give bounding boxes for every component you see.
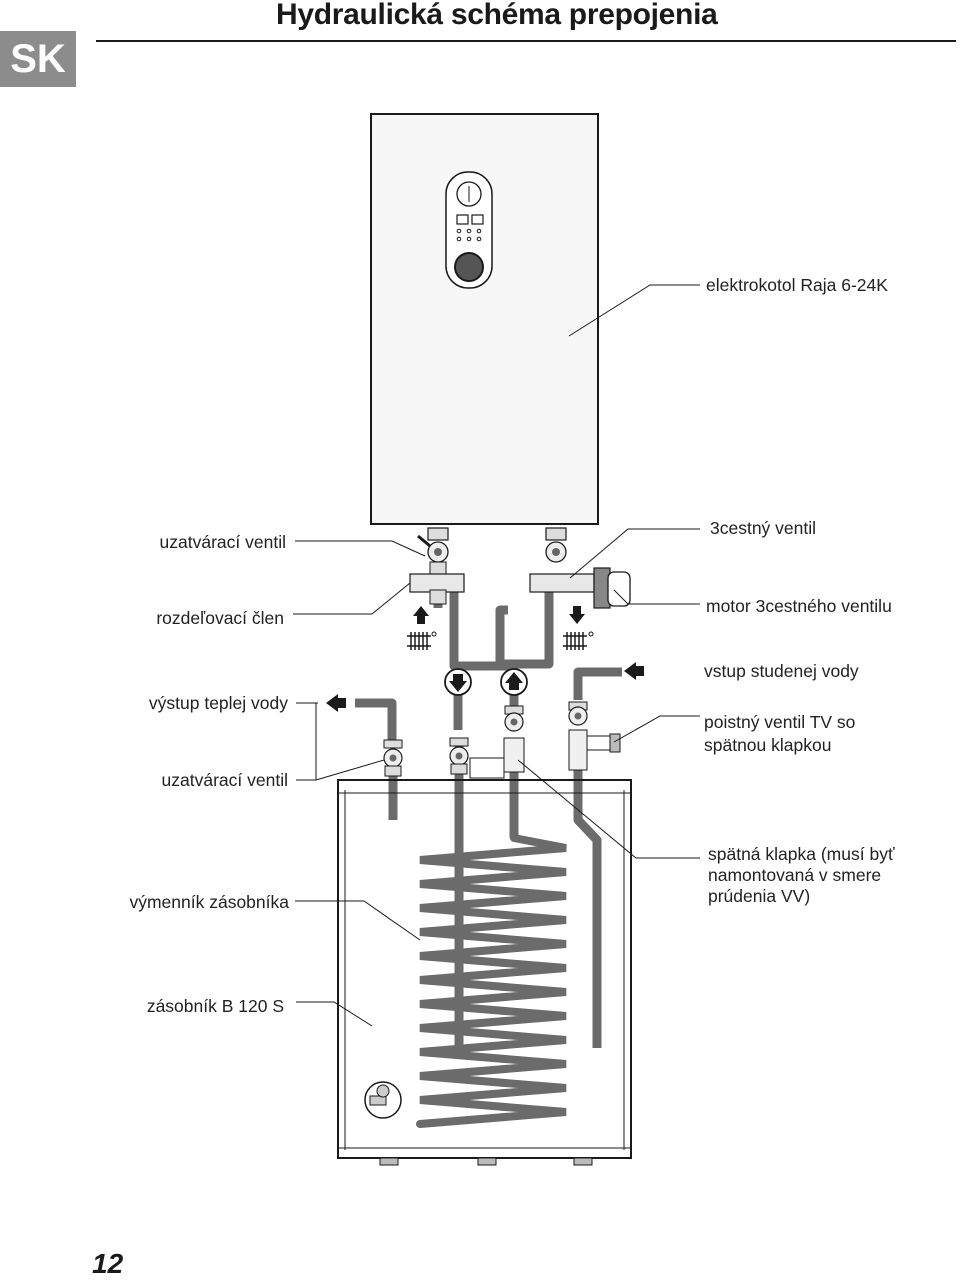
pipes (355, 590, 622, 1048)
up-arrow-radiator-icon (407, 606, 437, 650)
shutoff-valve-coil-in (449, 737, 469, 775)
tank-feet (379, 1157, 593, 1166)
page-number: 12 (92, 1248, 124, 1279)
left-arrow-hot-out-icon (326, 694, 346, 712)
label-tank: zásobník B 120 S (146, 996, 284, 1016)
label-hot-water-out: výstup teplej vody (148, 693, 288, 713)
storage-tank (337, 779, 632, 1166)
down-arrow-radiator-icon (563, 606, 594, 650)
label-boiler: elektrokotol Raja 6-24K (706, 275, 888, 295)
electric-boiler (370, 113, 599, 525)
up-arrow-circle-icon (500, 668, 528, 696)
shutoff-valve-boiler-left (417, 527, 449, 577)
label-exchanger: výmenník zásobníka (129, 892, 289, 912)
label-cold-water-in: vstup studenej vody (704, 661, 859, 681)
label-shutoff-valve-top: uzatvárací ventil (159, 532, 286, 552)
safety-valve (568, 701, 621, 771)
three-way-valve-motor (593, 567, 631, 609)
label-safety-valve-2: spätnou klapkou (704, 735, 832, 755)
shutoff-valve-coil-out (469, 705, 525, 779)
down-arrow-circle-icon (444, 668, 472, 696)
control-panel (445, 171, 493, 289)
left-arrow-cold-in-icon (624, 662, 644, 680)
label-distributor: rozdeľovací člen (156, 608, 284, 628)
label-three-way-valve: 3cestný ventil (710, 518, 817, 538)
title-rule (96, 40, 956, 42)
shutoff-valve-hot-out (383, 739, 403, 777)
label-check-valve-1: spätná klapka (musí byť (708, 844, 895, 864)
label-three-way-motor: motor 3cestného ventilu (706, 596, 892, 616)
label-check-valve-3: prúdenia VV) (708, 886, 811, 906)
label-shutoff-valve-bottom: uzatvárací ventil (161, 770, 288, 790)
page-title: Hydraulická schéma prepojenia (276, 0, 718, 31)
language-badge: SK (0, 31, 76, 87)
anode-port (364, 1081, 402, 1119)
three-way-valve (529, 527, 595, 593)
label-safety-valve-1: poistný ventil TV so (704, 712, 856, 732)
label-check-valve-2: namontovaná v smere (708, 865, 882, 885)
leader-lines (293, 284, 700, 1027)
heat-exchanger-coil (416, 834, 567, 1128)
